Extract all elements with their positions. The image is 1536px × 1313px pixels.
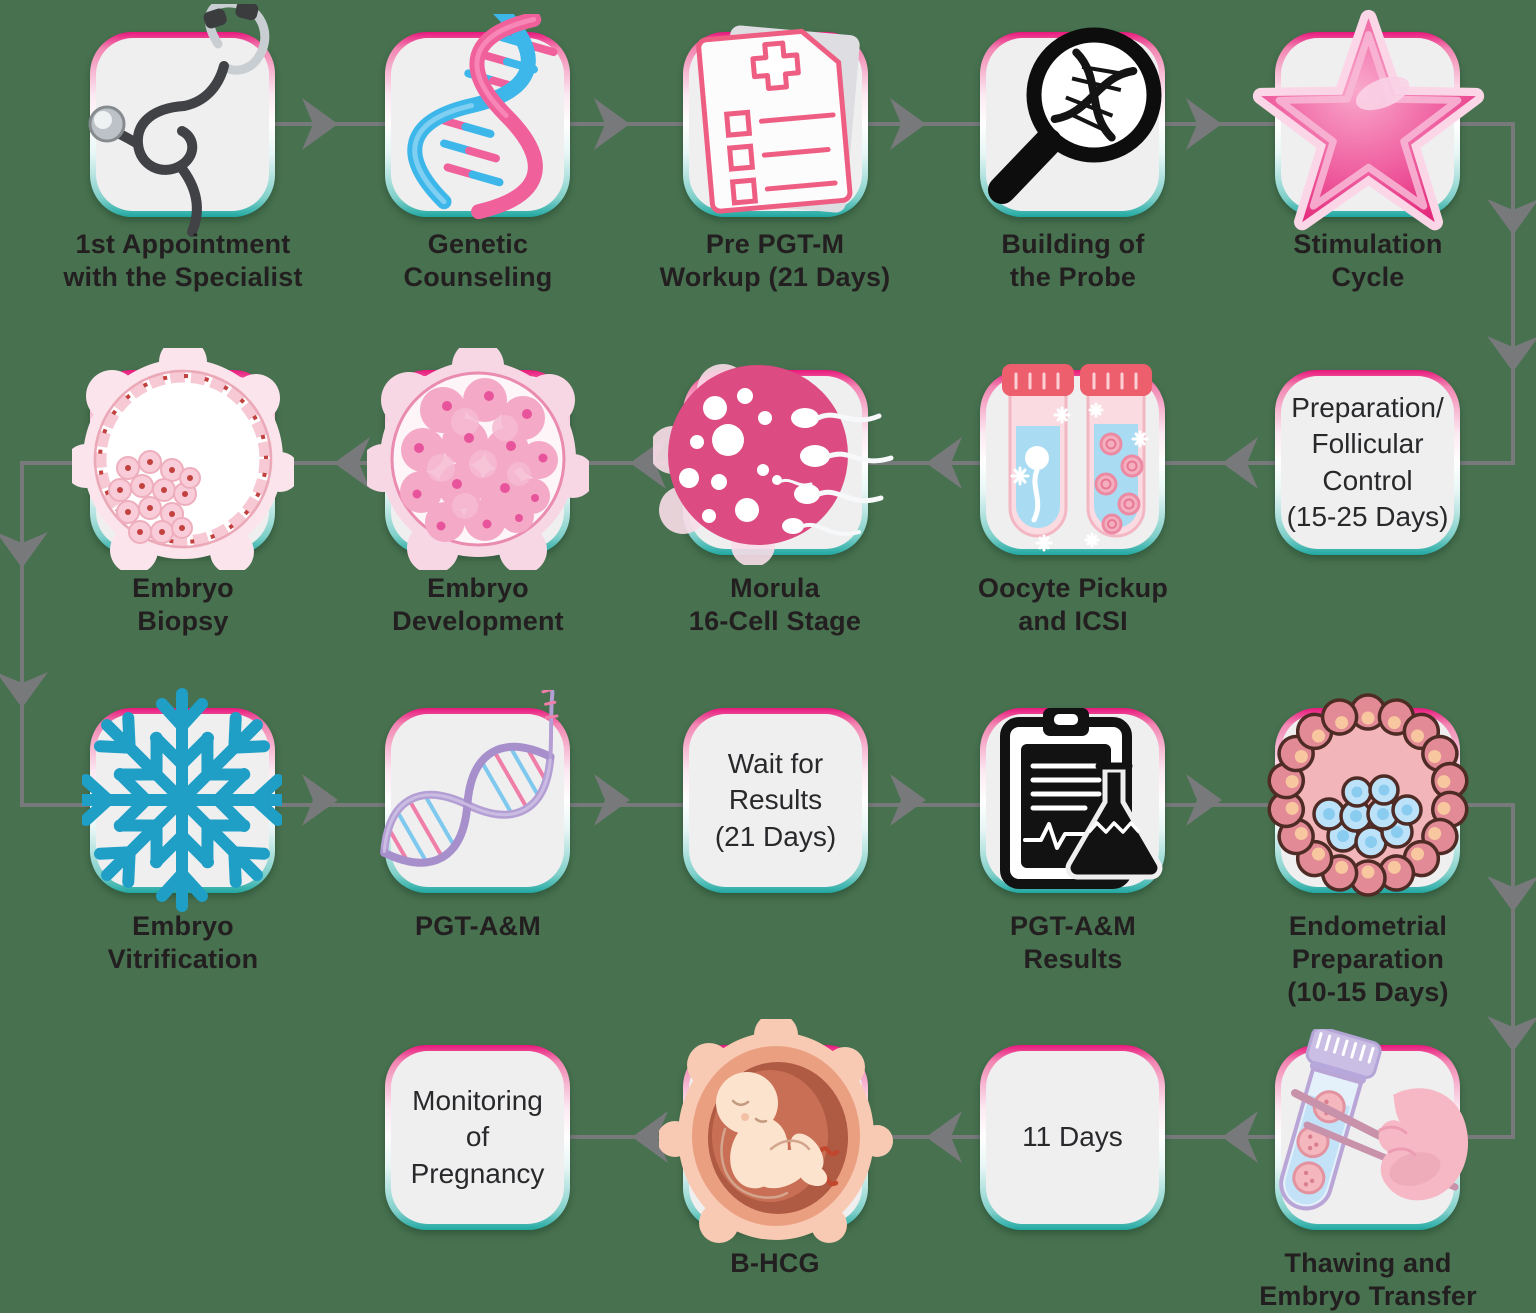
box-surface [391,38,564,211]
step-box-bhcg [659,1019,893,1243]
arrow-head [302,774,338,826]
step-label-embryo-biopsy: Embryo Biopsy [132,573,234,636]
step-label-embryo-vitrification: Embryo Vitrification [107,911,259,974]
arrow-head [594,774,630,826]
arrow-head [0,532,48,568]
step-box-oocyte-pickup [980,364,1165,555]
arrow-head [890,98,926,150]
step-box-wait-results: Wait for Results (21 Days) [683,708,868,893]
arrow-head [1222,437,1258,489]
step-box-preparation-follicular: Preparation/ Follicular Control (15-25 D… [1275,370,1460,555]
box-surface [1281,38,1454,211]
arrow-head [334,437,370,489]
step-box-first-appointment [88,4,275,237]
box-surface [689,38,862,211]
arrow-head [926,437,962,489]
step-box-embryo-vitrification [90,708,275,893]
step-box-building-probe [980,27,1165,217]
step-box-pgt-am [380,690,570,893]
box-surface [689,376,862,549]
step-label-pgt-am: PGT-A&M [415,911,541,941]
step-box-thawing-transfer [1275,1029,1469,1230]
step-text-eleven-days: 11 Days [1022,1121,1123,1153]
step-box-stimulation-cycle [1252,9,1485,231]
step-box-monitoring: Monitoring of Pregnancy [385,1045,570,1230]
box-surface [391,714,564,887]
step-label-endometrial-prep: Endometrial Preparation (10-15 Days) [1287,911,1449,1007]
step-label-thawing-transfer: Thawing and Embryo Transfer [1259,1248,1477,1311]
arrow-head [1186,774,1222,826]
arrow-head [1487,1016,1536,1052]
step-box-endometrial-prep [1264,693,1472,897]
step-box-pre-pgtm-workup [683,25,868,217]
box-surface [986,714,1159,887]
box-surface [689,714,862,887]
box-surface [689,1051,862,1224]
step-box-pgt-am-results [980,708,1165,893]
box-surface [1281,1051,1454,1224]
arrow-head [0,672,48,708]
step-box-embryo-development [367,348,589,570]
box-surface [1281,714,1454,887]
step-label-bhcg: B-HCG [730,1248,820,1278]
step-text-preparation-follicular: Preparation/ Follicular Control (15-25 D… [1286,391,1449,532]
step-box-eleven-days: 11 Days [980,1045,1165,1230]
arrow-head [1487,199,1536,235]
box-surface [986,38,1159,211]
box-surface [391,1051,564,1224]
box-surface [1281,376,1454,549]
step-text-wait-results: Wait for Results (21 Days) [714,747,837,852]
arrow-head [1222,1111,1258,1163]
flow-line [20,122,1515,1139]
arrow-head [302,98,338,150]
step-label-genetic-counseling: Genetic Counseling [403,229,553,292]
step-text-monitoring: Monitoring of Pregnancy [410,1084,545,1189]
box-surface [986,376,1159,549]
step-label-stimulation-cycle: Stimulation Cycle [1293,229,1443,292]
box-surface [96,714,269,887]
step-label-oocyte-pickup: Oocyte Pickup and ICSI [977,573,1169,636]
step-label-first-appointment: 1st Appointment with the Specialist [63,229,303,292]
step-box-morula [653,364,894,565]
step-label-pre-pgtm-workup: Pre PGT-M Workup (21 Days) [659,229,891,292]
arrow-head [594,98,630,150]
step-box-embryo-biopsy [72,348,294,570]
step-label-pgt-am-results: PGT-A&M Results [1010,911,1136,974]
arrow-head [890,774,926,826]
box-surface [96,38,269,211]
arrow-head [1186,98,1222,150]
step-label-building-probe: Building of the Probe [1001,229,1145,292]
box-surface [391,376,564,549]
arrow-head [1487,336,1536,372]
arrow-head [926,1111,962,1163]
step-box-genetic-counseling [385,14,570,220]
box-surface [986,1051,1159,1224]
box-surface [96,376,269,549]
step-label-morula: Morula 16-Cell Stage [688,573,862,636]
step-label-embryo-development: Embryo Development [392,573,564,636]
arrow-head [1487,876,1536,912]
